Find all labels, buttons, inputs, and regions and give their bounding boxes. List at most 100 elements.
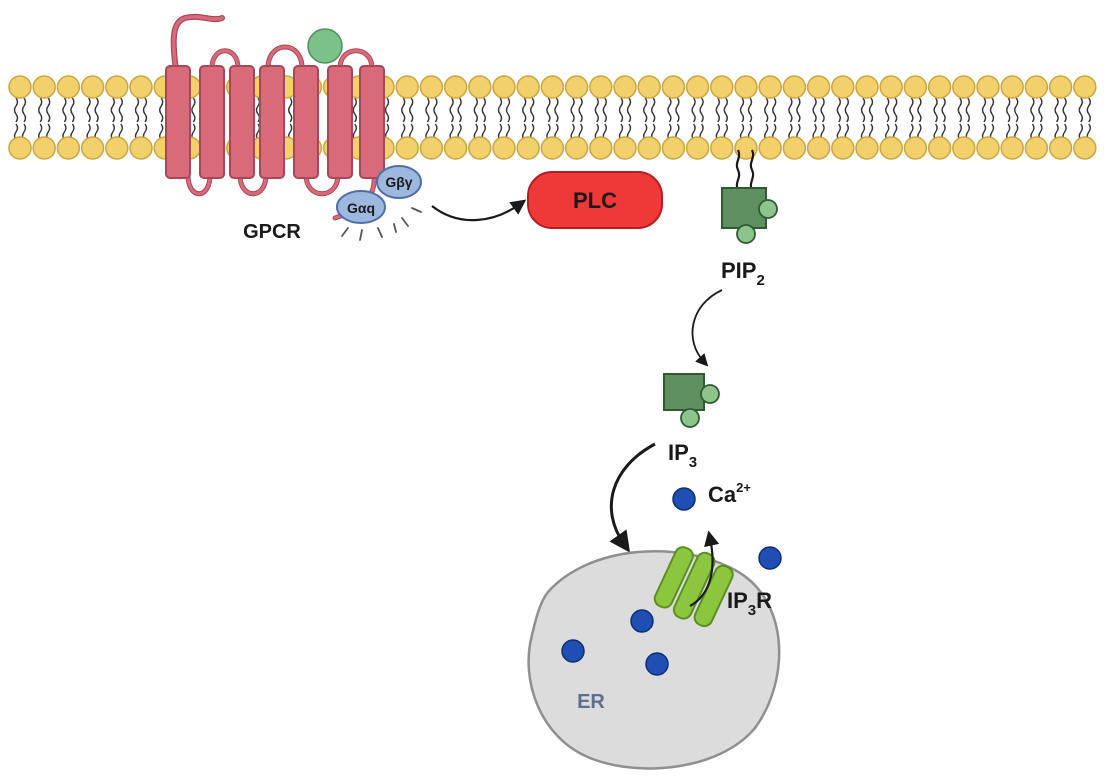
lipid-head bbox=[540, 75, 565, 99]
lipid-head bbox=[589, 75, 613, 99]
lipid-tail bbox=[384, 97, 390, 123]
lipid-tail bbox=[457, 97, 462, 123]
lipid-tail bbox=[433, 97, 438, 123]
lipid-tail bbox=[699, 97, 704, 123]
lipid-head bbox=[8, 136, 32, 160]
lipid-tail bbox=[739, 97, 745, 123]
lipid-head bbox=[661, 136, 686, 160]
lipid-tail bbox=[941, 97, 946, 123]
lipid-tail bbox=[868, 97, 874, 123]
lipid-tail bbox=[691, 97, 696, 123]
ip3r-label: IP3R bbox=[727, 588, 772, 619]
lipid-tail bbox=[1054, 97, 1059, 123]
lipid-tail bbox=[401, 97, 406, 123]
lipid-tail bbox=[602, 97, 607, 123]
lipid-head bbox=[710, 75, 734, 99]
lipid-tail bbox=[352, 97, 357, 123]
lipid-tail bbox=[62, 97, 67, 123]
gpcr-receptor bbox=[165, 13, 385, 221]
lipid-tail bbox=[1014, 97, 1019, 123]
lipid-head bbox=[976, 75, 1000, 99]
lipid-head bbox=[831, 136, 855, 160]
lipid-head bbox=[8, 75, 32, 99]
lipid-head bbox=[516, 136, 540, 160]
gpcr-label: GPCR bbox=[243, 221, 301, 243]
lipid-tail bbox=[764, 97, 769, 123]
lipid-head bbox=[443, 75, 468, 99]
lipid-tail bbox=[409, 97, 414, 123]
lipid-tail bbox=[715, 97, 720, 123]
lipid-tail bbox=[13, 97, 19, 123]
lipid-tail bbox=[481, 97, 486, 123]
ip3-label: IP3 bbox=[668, 440, 697, 471]
lipid-head bbox=[710, 136, 734, 160]
ip3-molecule bbox=[663, 373, 720, 428]
lipid-head bbox=[1048, 136, 1073, 160]
lipid-head bbox=[56, 75, 81, 99]
lipid-head bbox=[952, 136, 976, 160]
lipid-tail bbox=[505, 97, 511, 123]
lipid-tail bbox=[844, 97, 849, 123]
arrow-ip3-to-er bbox=[609, 442, 656, 553]
lipid-tail bbox=[38, 97, 43, 123]
lipid-head bbox=[734, 75, 758, 99]
lipid-tail bbox=[578, 97, 583, 123]
lipid-tail bbox=[723, 97, 728, 123]
lipid-tail bbox=[1086, 97, 1091, 123]
lipid-head bbox=[806, 136, 831, 160]
lipid-tail bbox=[788, 97, 793, 123]
lipid-head bbox=[468, 75, 492, 99]
lipid-tail bbox=[626, 97, 632, 123]
lipid-tail bbox=[554, 97, 559, 123]
g-beta-gamma-label: Gβγ bbox=[385, 174, 412, 190]
lipid-head bbox=[613, 75, 637, 99]
arrow-calcium-release bbox=[689, 530, 720, 607]
lipid-head bbox=[758, 75, 782, 99]
lipid-tail bbox=[796, 97, 801, 123]
lipid-tail bbox=[909, 97, 914, 123]
lipid-head bbox=[419, 136, 444, 160]
lipid-head bbox=[637, 75, 661, 99]
lipid-head bbox=[80, 75, 105, 99]
lipid-head bbox=[1024, 75, 1049, 99]
lipid-head bbox=[879, 75, 903, 99]
lipid-head bbox=[492, 136, 516, 160]
lipid-tail bbox=[747, 97, 753, 123]
lipid-tail bbox=[118, 97, 123, 123]
lipid-tail bbox=[1062, 97, 1067, 123]
lipid-tail bbox=[594, 97, 599, 123]
lipid-tail bbox=[70, 97, 75, 123]
lipid-tail bbox=[893, 97, 898, 123]
lipid-tail bbox=[885, 97, 890, 123]
lipid-head bbox=[1073, 136, 1097, 160]
lipid-head bbox=[540, 136, 565, 160]
lipid-head bbox=[129, 136, 153, 160]
lipid-tail bbox=[917, 97, 922, 123]
lipid-tail bbox=[142, 97, 148, 123]
plc-label: PLC bbox=[573, 188, 617, 213]
lipid-tail bbox=[86, 97, 91, 123]
lipid-tail bbox=[94, 97, 99, 123]
lipid-tail bbox=[1006, 97, 1011, 123]
lipid-head bbox=[32, 75, 56, 99]
lipid-tail bbox=[618, 97, 624, 123]
lipid-head bbox=[685, 75, 710, 99]
lipid-tail bbox=[288, 97, 293, 123]
lipid-head bbox=[443, 136, 468, 160]
ip3r-channel bbox=[653, 546, 734, 628]
lipid-head bbox=[564, 136, 589, 160]
pip2-label: PIP2 bbox=[721, 258, 765, 289]
lipid-tail bbox=[957, 97, 962, 123]
lipid-tail bbox=[159, 97, 164, 123]
lipid-head bbox=[105, 136, 129, 160]
lipid-tail bbox=[110, 97, 115, 123]
lipid-head bbox=[1000, 75, 1024, 99]
lipid-tail bbox=[812, 97, 817, 123]
lipid-head bbox=[80, 136, 105, 160]
lipid-tail bbox=[836, 97, 841, 123]
arrow-pip2-to-ip3 bbox=[691, 289, 723, 367]
lipid-head bbox=[734, 136, 758, 160]
lipid-head bbox=[32, 136, 56, 160]
lipid-head bbox=[516, 75, 540, 99]
lipid-head bbox=[782, 136, 807, 160]
